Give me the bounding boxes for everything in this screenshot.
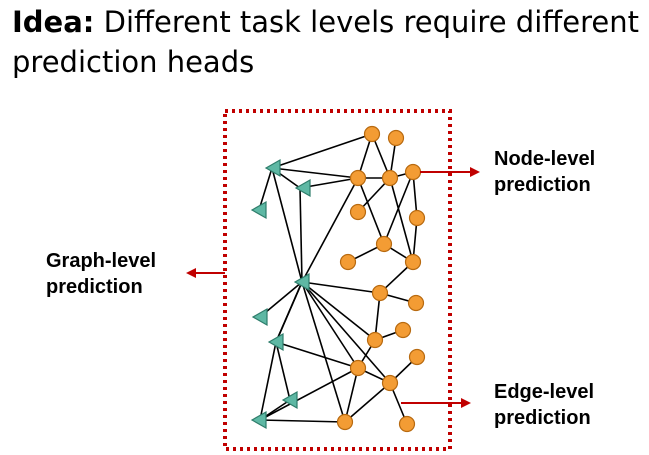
circle-node [404,163,422,181]
circle-node [349,359,367,377]
triangle-node [267,332,284,352]
graph-edge [383,171,414,245]
circle-node [408,348,426,366]
graph-edge [271,167,359,179]
graph-edge [301,281,391,384]
graph-edge [344,367,359,423]
graph-level-label-line1: Graph-level [46,250,157,272]
circle-node [381,169,399,187]
graph-edge [258,167,273,211]
circle-node [398,415,416,433]
title-line2: prediction heads [12,45,255,79]
circle-node [363,125,381,143]
title-idea: Idea: [12,5,95,39]
circle-node [404,253,422,271]
circle-node [349,203,367,221]
triangle-node [250,410,267,430]
graph-edge [271,133,373,169]
graph-edge [301,281,376,341]
graph-edge [344,382,391,423]
node-level-label-line2: prediction [494,174,591,196]
graph-level-label: Graph-level prediction [46,248,156,300]
circle-node [371,284,389,302]
edge-level-label: Edge-level prediction [494,379,594,431]
graph-edge [275,341,359,369]
graph-edge [275,281,303,343]
graph-edge [271,167,303,283]
graph-boundary-box [223,109,452,451]
graph-edge [389,177,414,263]
edge-level-arrow [401,398,471,408]
graph-level-arrow [186,268,225,278]
triangle-node [251,307,268,327]
node-level-label: Node-level prediction [494,146,595,198]
slide-title: Idea: Different task levels require diff… [12,2,642,82]
edge-level-label-line1: Edge-level [494,381,595,403]
node-level-label-line1: Node-level [494,148,596,170]
triangle-node [294,178,311,198]
circle-node [366,331,384,349]
circle-node [407,294,425,312]
circle-node [394,321,412,339]
triangle-node [293,272,310,292]
circle-node [339,253,357,271]
triangle-node [281,390,298,410]
triangle-node [250,200,267,220]
circle-node [381,374,399,392]
graph-edge [301,177,359,283]
graph-edge [259,367,359,421]
edge-level-label-line2: prediction [494,407,591,429]
graph-level-label-line2: prediction [46,276,143,298]
circle-node [349,169,367,187]
graph-circle-nodes [336,125,426,433]
node-level-arrow [420,167,480,177]
circle-node [336,413,354,431]
circle-node [408,209,426,227]
graph-edge [259,419,346,423]
title-rest: Different task levels require different [94,5,639,39]
triangle-node [264,158,281,178]
graph-edge [301,281,346,423]
graph-triangle-nodes [250,158,311,430]
graph-edge [275,341,291,401]
circle-node [375,235,393,253]
graph-edge [259,341,277,421]
graph-edge [301,281,359,369]
graph-edge [301,281,381,294]
circle-node [387,129,405,147]
graph-edge [299,187,303,283]
graph-edge [357,177,385,245]
